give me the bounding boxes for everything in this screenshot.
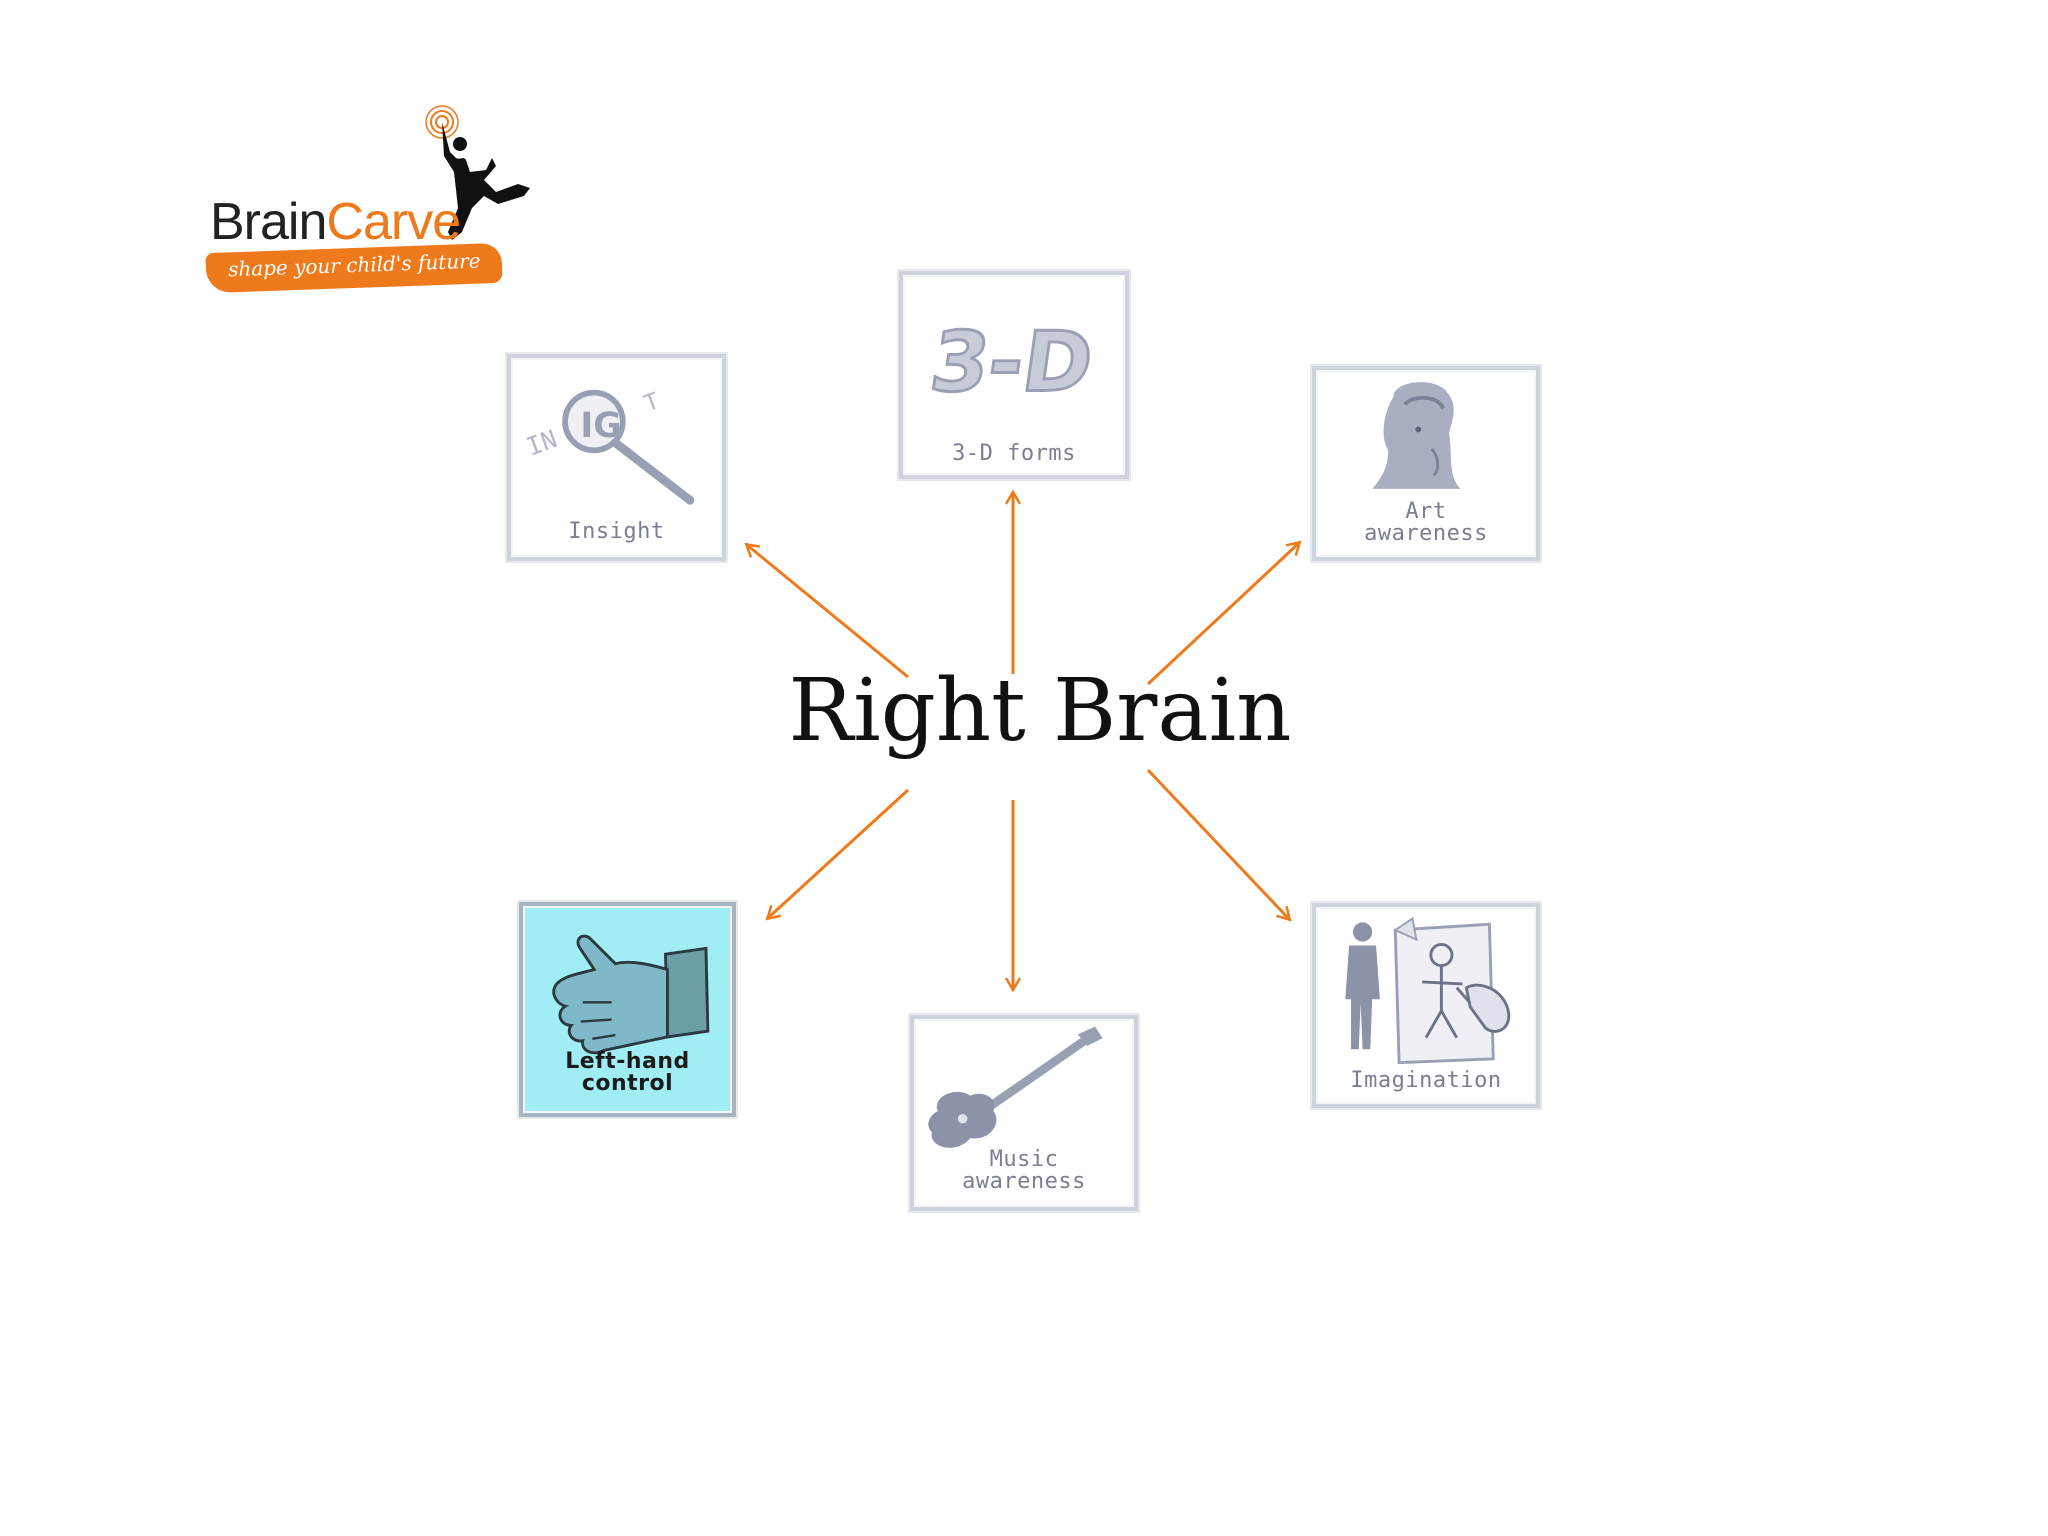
arrow-to-art bbox=[1146, 543, 1299, 686]
node-imagination-label: Imagination bbox=[1350, 1068, 1502, 1093]
jumping-child-icon bbox=[425, 105, 530, 240]
node-art-awareness-label: Art awareness bbox=[1364, 499, 1488, 546]
svg-text:IN: IN bbox=[523, 424, 561, 462]
3d-letters-icon: 3-D bbox=[923, 312, 1100, 411]
center-title: Right Brain bbox=[788, 661, 1292, 761]
node-3d-forms: 3-D 3-D forms bbox=[899, 271, 1129, 479]
svg-text:T: T bbox=[641, 388, 663, 417]
drawing-figure-icon bbox=[1345, 916, 1511, 1065]
braincarve-logo: BrainCarve shape your child's future bbox=[200, 100, 560, 300]
node-imagination: Imagination bbox=[1312, 903, 1540, 1108]
logo-wordmark: BrainCarve bbox=[210, 193, 461, 251]
node-left-hand-control-label: Left-hand control bbox=[565, 1049, 690, 1096]
svg-text:3-D: 3-D bbox=[925, 314, 1099, 411]
david-statue-icon bbox=[1372, 382, 1461, 489]
node-left-hand-control: Left-hand control bbox=[519, 902, 736, 1117]
magnifier-icon: IN T IG bbox=[523, 388, 695, 505]
node-music-awareness: Music awareness bbox=[910, 1015, 1138, 1211]
node-music-awareness-label: Music awareness bbox=[962, 1147, 1086, 1194]
bass-guitar-icon bbox=[928, 1026, 1103, 1148]
node-insight: IN T IG Insight bbox=[507, 354, 726, 561]
node-insight-label: Insight bbox=[568, 519, 665, 544]
arrow-to-left-hand bbox=[768, 788, 910, 918]
arrow-to-insight bbox=[747, 545, 909, 679]
thumbs-up-hand-icon bbox=[552, 934, 710, 1055]
arrow-to-imagination bbox=[1146, 768, 1289, 919]
node-3d-forms-label: 3-D forms bbox=[952, 441, 1076, 466]
node-art-awareness: Art awareness bbox=[1312, 366, 1540, 561]
